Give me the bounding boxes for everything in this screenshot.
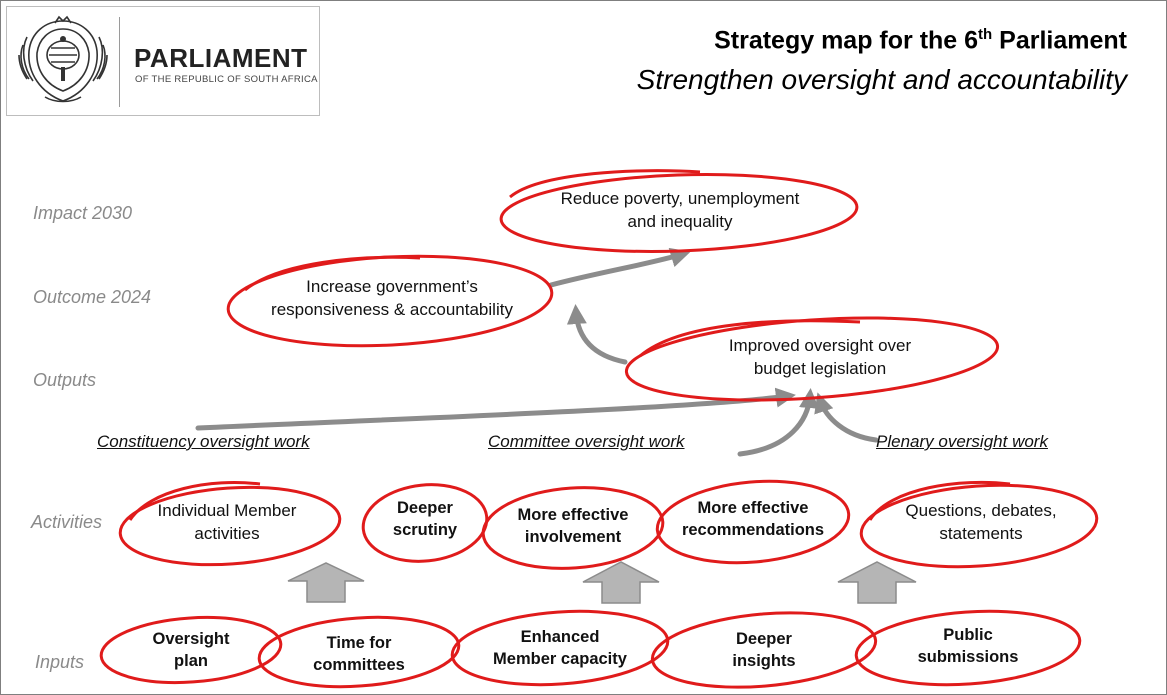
node-outcome-line2: responsiveness & accountability — [271, 299, 513, 319]
node-activity-2-line2: scrutiny — [392, 521, 458, 540]
node-outcome: Increase government’s responsiveness & a… — [232, 276, 552, 322]
arrow-outcome-to-impact — [548, 247, 691, 288]
level-impact: Impact 2030 — [33, 203, 133, 223]
node-activity-2-line1: Deeper — [397, 499, 453, 517]
ellipse-input-4 — [650, 611, 878, 689]
slide-subtitle: Strengthen oversight and accountability — [636, 64, 1127, 95]
node-activity-5-line2: statements — [939, 523, 1023, 543]
title-main: Strategy map for the 6 — [714, 26, 979, 55]
ellipse-impact-stroke — [509, 169, 701, 199]
node-input-3-line2: Member capacity — [493, 650, 627, 669]
node-activity-4-line1: More effective — [697, 499, 809, 517]
node-input-5-line1: Public — [943, 626, 993, 644]
strand-plenary: Plenary oversight work — [876, 432, 1048, 451]
node-activity-4: More effective recommendations — [663, 497, 843, 542]
node-output-line2: budget legislation — [753, 358, 887, 378]
node-input-4-line2: insights — [732, 652, 796, 671]
parliament-subname: OF THE REPUBLIC OF SOUTH AFRICA — [135, 74, 318, 85]
title-superscript: th — [978, 26, 993, 43]
parliament-logo: PARLIAMENT OF THE REPUBLIC OF SOUTH AFRI… — [6, 6, 320, 116]
arrow-output-to-outcome — [566, 304, 628, 365]
strand-committee: Committee oversight work — [488, 432, 685, 451]
level-outcome: Outcome 2024 — [33, 287, 152, 307]
arrow-plenary-to-output — [814, 392, 879, 443]
node-activity-1: Individual Member activities — [127, 500, 327, 546]
ellipse-outcome-stroke — [244, 255, 421, 292]
ellipse-input-2 — [257, 615, 461, 689]
node-impact-line2: and inequality — [627, 211, 733, 231]
ellipse-activity-2 — [361, 483, 489, 563]
title-main-end: Parliament — [992, 26, 1127, 55]
logo-divider — [119, 17, 120, 107]
node-input-3: Enhanced Member capacity — [480, 626, 640, 671]
level-activities: Activities — [31, 512, 103, 532]
level-inputs: Inputs — [35, 652, 85, 672]
node-impact: Reduce poverty, unemployment and inequal… — [510, 188, 850, 234]
arrow-constituency-to-output — [195, 387, 796, 431]
node-activity-2: Deeper scrutiny — [370, 497, 480, 542]
ellipse-output-stroke — [639, 319, 861, 358]
node-activity-5: Questions, debates, statements — [871, 500, 1091, 546]
ellipse-activity-5 — [859, 483, 1099, 569]
slide-title: Strategy map for the 6th Parliament — [714, 26, 1127, 55]
ellipse-activity-4 — [655, 479, 851, 565]
up-arrow-plenary — [837, 561, 917, 604]
node-input-5: Public submissions — [903, 624, 1033, 669]
ellipse-input-5 — [854, 609, 1082, 687]
node-activity-1-line1: Individual Member — [157, 501, 297, 520]
node-input-5-line2: submissions — [917, 648, 1019, 667]
ellipse-impact — [499, 173, 859, 253]
node-input-4-line1: Deeper — [736, 630, 792, 648]
ellipse-input-1 — [99, 615, 283, 685]
node-impact-line1: Reduce poverty, unemployment — [560, 189, 800, 208]
node-input-2: Time for committees — [289, 632, 429, 677]
node-input-1-line1: Oversight — [152, 630, 230, 648]
level-outputs: Outputs — [33, 370, 97, 390]
node-input-3-line1: Enhanced — [520, 628, 600, 646]
node-input-1: Oversight plan — [126, 628, 256, 673]
node-activity-3: More effective involvement — [493, 504, 653, 549]
node-activity-1-line2: activities — [194, 523, 260, 543]
parliament-coat-of-arms-icon — [18, 15, 108, 103]
arrow-committee-to-output — [737, 388, 819, 457]
node-output-line1: Improved oversight over — [728, 336, 912, 355]
ellipse-activity-5-stroke — [868, 480, 1011, 521]
node-activity-3-line2: involvement — [524, 528, 622, 547]
strand-constituency: Constituency oversight work — [97, 432, 310, 451]
node-outcome-line1: Increase government’s — [306, 277, 478, 296]
node-output: Improved oversight over budget legislati… — [670, 335, 970, 381]
node-activity-5-line1: Questions, debates, — [905, 501, 1057, 520]
node-input-4: Deeper insights — [709, 628, 819, 673]
node-activity-3-line1: More effective — [517, 506, 629, 524]
node-activity-4-line2: recommendations — [681, 521, 825, 540]
parliament-name: PARLIAMENT — [134, 43, 308, 73]
node-input-1-line2: plan — [174, 652, 208, 671]
ellipse-activity-1 — [118, 485, 342, 567]
ellipse-activity-1-stroke — [128, 481, 261, 521]
up-arrow-committee — [582, 561, 660, 604]
up-arrow-constituency — [287, 562, 365, 603]
node-input-2-line2: committees — [313, 656, 405, 675]
ellipse-activity-3 — [481, 486, 665, 570]
node-input-2-line1: Time for — [326, 634, 392, 652]
